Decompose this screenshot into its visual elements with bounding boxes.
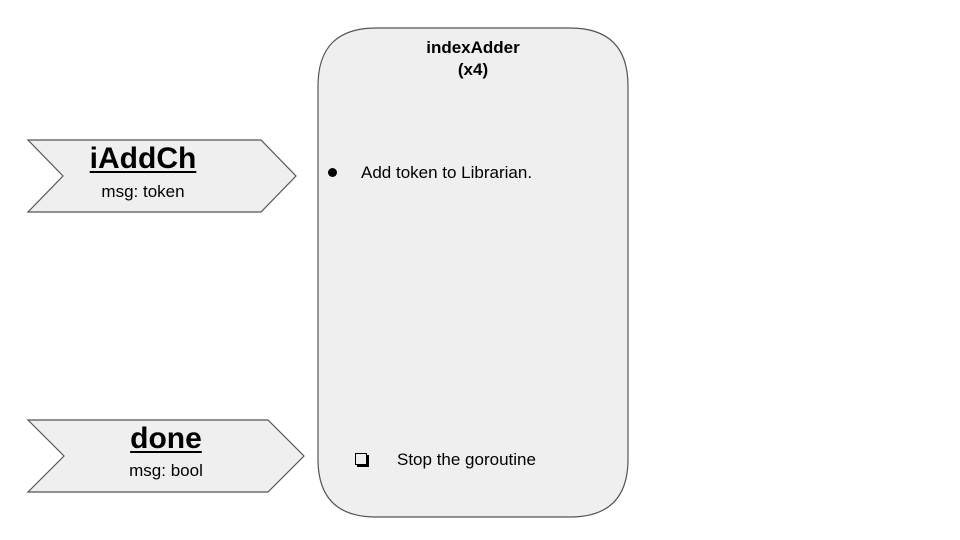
process-item-checkbox: Stop the goroutine bbox=[355, 450, 536, 470]
channel-name-done: done bbox=[130, 422, 202, 455]
checkbox-icon bbox=[355, 450, 397, 470]
process-item-text: Stop the goroutine bbox=[397, 450, 536, 469]
process-box bbox=[317, 27, 629, 518]
channel-arrow-iaddch bbox=[26, 139, 297, 213]
channel-message-done: msg: bool bbox=[129, 461, 203, 480]
channel-name-iaddch: iAddCh bbox=[89, 142, 197, 175]
channel-arrow-done bbox=[26, 419, 305, 493]
process-name: indexAdder bbox=[426, 38, 520, 57]
bullet-icon bbox=[326, 163, 361, 183]
channel-message-iaddch: msg: token bbox=[101, 182, 185, 201]
process-item-text: Add token to Librarian. bbox=[361, 163, 533, 182]
process-multiplicity: (x4) bbox=[457, 60, 489, 79]
process-item-bullet: Add token to Librarian. bbox=[326, 163, 532, 183]
